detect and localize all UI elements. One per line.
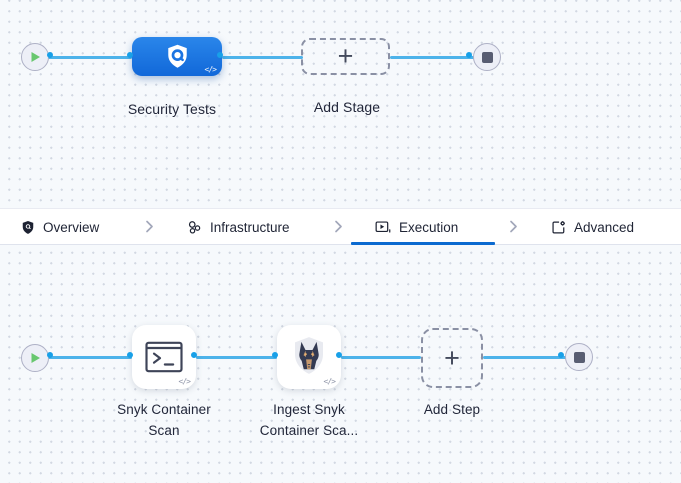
connector-dot: [46, 352, 53, 358]
security-shield-icon: [167, 44, 187, 68]
edge: [222, 55, 303, 59]
play-box-icon: [375, 220, 391, 233]
connector-dot: [271, 352, 278, 358]
step-flow-start-node: [21, 344, 49, 372]
edge: [483, 356, 579, 359]
edge: [341, 356, 421, 359]
cluster-icon: [188, 220, 201, 234]
active-tab-underline: [351, 241, 495, 245]
step-node-snyk-container-scan[interactable]: </>: [132, 325, 196, 389]
stage-label: Security Tests: [127, 101, 217, 117]
chevron-right-icon: [146, 220, 153, 233]
stop-icon: [481, 51, 493, 63]
pipeline-start-node: [21, 43, 49, 71]
edge: [35, 55, 132, 59]
stage-node-security-tests[interactable]: </>: [132, 37, 222, 76]
connector-dot: [216, 51, 223, 58]
add-stage-button[interactable]: +: [301, 38, 390, 75]
code-badge: </>: [178, 377, 191, 386]
tab-label: Overview: [43, 219, 100, 235]
tab-label: Advanced: [574, 219, 635, 235]
snyk-dog-icon: [295, 337, 323, 374]
add-step-button[interactable]: +: [421, 328, 483, 388]
plus-icon: +: [444, 342, 460, 373]
step-label-line2: Scan: [148, 423, 180, 438]
tab-overview[interactable]: Overview: [21, 209, 99, 245]
add-step-label: Add Step: [423, 402, 481, 417]
pipeline-end-node: [473, 43, 501, 71]
play-icon: [31, 353, 40, 363]
plus-icon: +: [337, 41, 354, 71]
tab-label: Infrastructure: [210, 219, 290, 235]
connector-dot: [335, 352, 342, 358]
edge: [390, 55, 486, 59]
chevron-right-icon: [335, 220, 342, 233]
tab-execution[interactable]: Execution: [375, 209, 458, 245]
play-icon: [31, 52, 40, 62]
connector-dot: [557, 352, 564, 358]
step-label-line1: Ingest Snyk: [273, 402, 345, 417]
edge: [196, 356, 277, 359]
code-badge: </>: [204, 65, 217, 74]
stop-icon: [573, 351, 585, 363]
connector-dot: [126, 51, 133, 58]
tab-label: Execution: [399, 219, 459, 235]
connector-dot: [46, 51, 53, 58]
step-label: Ingest Snyk Container Sca...: [239, 399, 379, 441]
terminal-icon: [145, 341, 183, 373]
step-label-line1: Snyk Container: [117, 402, 211, 417]
code-badge: </>: [323, 377, 336, 386]
step-label: Snyk Container Scan: [94, 399, 234, 441]
shield-icon: [22, 220, 34, 234]
connector-dot: [190, 352, 197, 358]
tab-advanced[interactable]: Advanced: [551, 209, 634, 245]
doc-gear-icon: [552, 220, 565, 233]
add-stage-label: Add Stage: [313, 99, 381, 115]
tab-infrastructure[interactable]: Infrastructure: [187, 209, 290, 245]
step-label-line2: Container Sca...: [259, 423, 359, 438]
connector-dot: [465, 51, 472, 58]
step-node-ingest-snyk[interactable]: </>: [277, 325, 341, 389]
stage-config-tabbar: Overview Infrastructure Execution: [0, 208, 681, 245]
edge: [35, 356, 132, 359]
connector-dot: [126, 352, 133, 358]
step-flow-end-node: [565, 343, 593, 371]
chevron-right-icon: [510, 220, 517, 233]
